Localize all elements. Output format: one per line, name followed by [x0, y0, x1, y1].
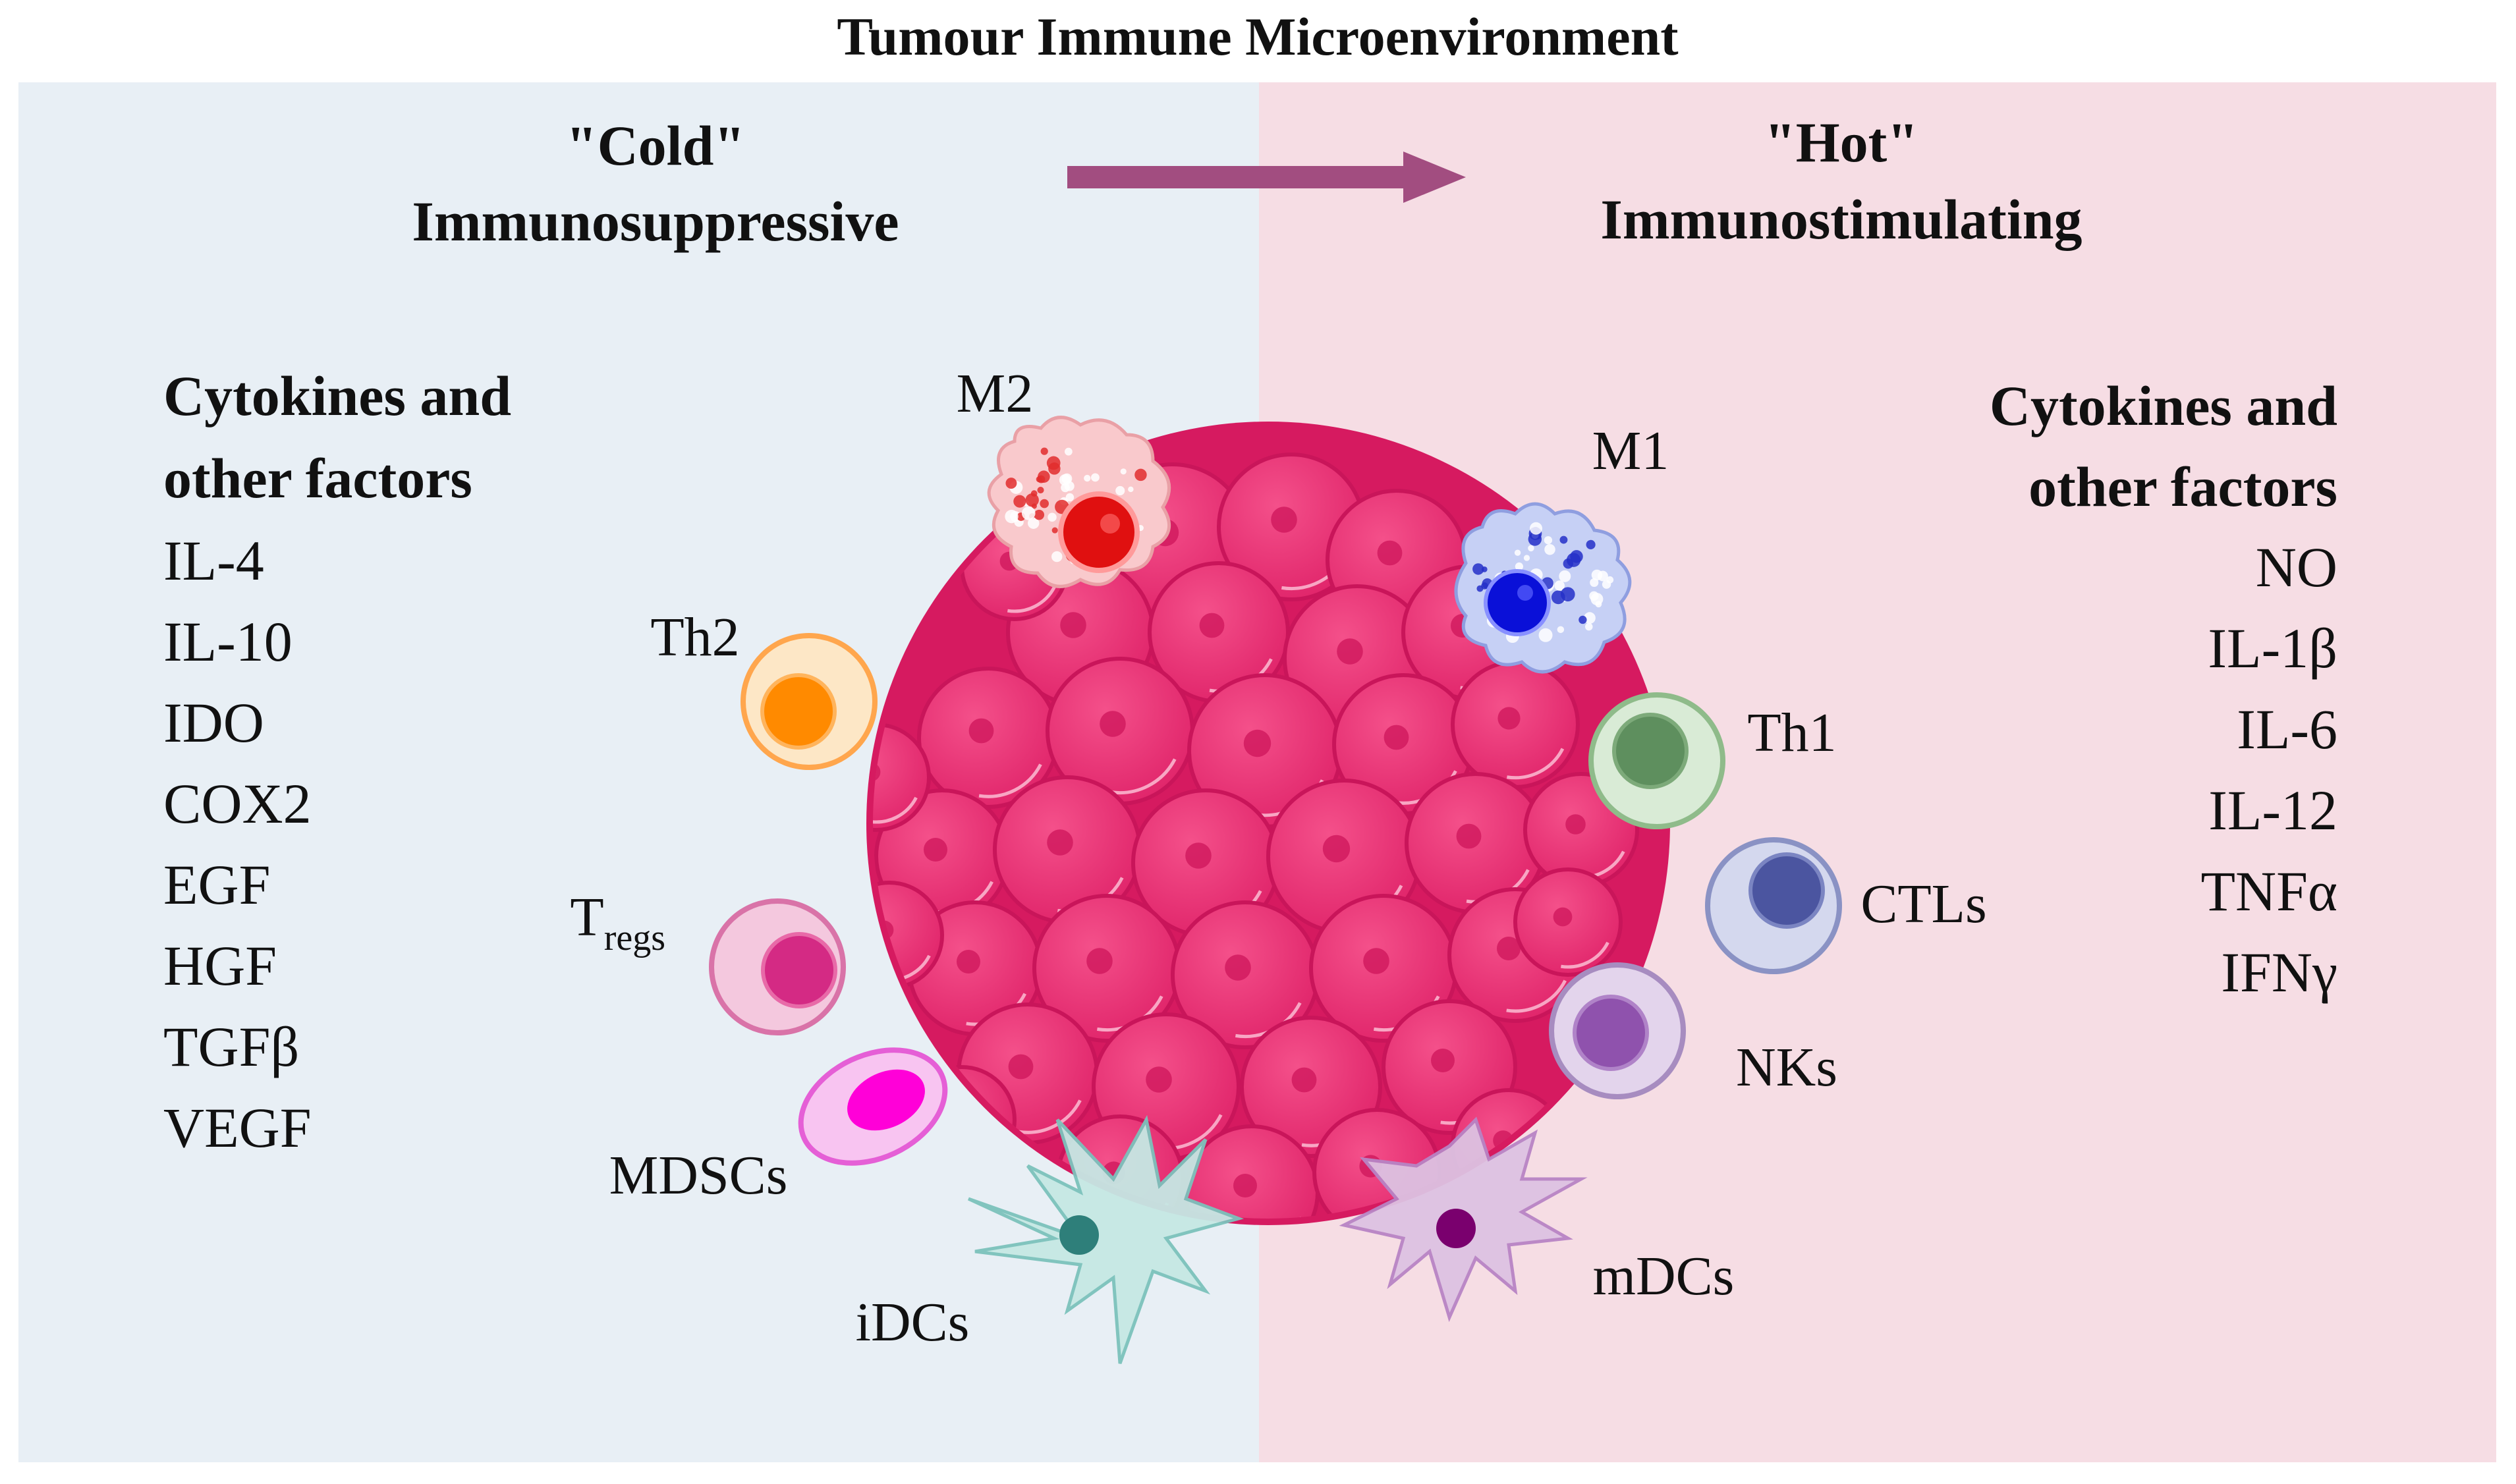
label-tregs-sub: regs [604, 918, 665, 958]
hot-factor-item: IL-12 [2208, 779, 2337, 842]
label-mdscs: MDSCs [609, 1145, 788, 1206]
label-tregs-base: T [570, 887, 603, 948]
cold-factor-item: HGF [163, 934, 277, 997]
hot-factor-item: IFNγ [2221, 941, 2337, 1004]
figure-title: Tumour Immune Microenvironment [837, 7, 1678, 67]
cold-factor-item: TGFβ [163, 1015, 299, 1078]
cold-factor-item: IL-4 [163, 529, 264, 592]
label-mdcs: mDCs [1593, 1246, 1735, 1307]
hot-factors-heading-line2: other factors [2028, 455, 2337, 518]
label-th2: Th2 [650, 607, 739, 668]
th2-cell-icon [741, 633, 878, 770]
idc-cell-icon [967, 1114, 1244, 1364]
ctl-cell-icon [1705, 837, 1842, 974]
cold-factor-item: IL-10 [163, 610, 293, 673]
cold-factor-item: COX2 [163, 772, 312, 835]
mdc-cell-icon [1339, 1116, 1588, 1323]
cold-factors-heading-line2: other factors [163, 447, 472, 510]
label-m2: M2 [957, 363, 1034, 424]
cold-heading-quote: "Cold" [566, 114, 745, 177]
label-th1: Th1 [1747, 702, 1836, 763]
cold-factor-item: VEGF [163, 1096, 312, 1159]
label-tregs: Tregs [570, 887, 665, 958]
tumour-mass-icon [866, 422, 1670, 1225]
cold-factor-item: IDO [163, 691, 264, 754]
hot-factor-item: IL-6 [2237, 698, 2337, 761]
treg-cell-icon [709, 898, 846, 1035]
hot-heading-quote: "Hot" [1764, 111, 1918, 174]
m1-macrophage-icon [1454, 502, 1632, 674]
m2-macrophage-icon [987, 416, 1171, 588]
hot-heading-label: Immunostimulating [1600, 188, 2082, 251]
transition-arrow-icon [1067, 151, 1466, 203]
hot-factor-item: IL-1β [2208, 617, 2337, 680]
cold-factor-item: EGF [163, 853, 270, 916]
mdsc-cell-icon [798, 1047, 948, 1166]
label-nks: NKs [1736, 1037, 1837, 1098]
cold-heading-label: Immunosuppressive [412, 190, 899, 253]
label-ctls: CTLs [1860, 873, 1986, 935]
nk-cell-icon [1549, 962, 1686, 1099]
label-idcs: iDCs [856, 1292, 970, 1353]
label-m1: M1 [1592, 420, 1669, 481]
th1-cell-icon [1588, 692, 1725, 829]
hot-factors-heading-line1: Cytokines and [1990, 374, 2337, 437]
hot-factor-item: TNFα [2200, 860, 2337, 923]
cold-factors-heading-line1: Cytokines and [163, 364, 511, 427]
hot-factor-item: NO [2256, 536, 2337, 599]
